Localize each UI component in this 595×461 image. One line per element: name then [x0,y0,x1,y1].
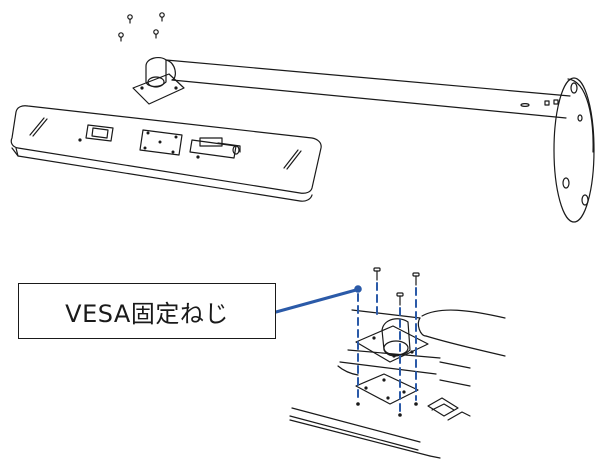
screw-icon [118,32,124,42]
lower-mount-plate [355,373,419,405]
screw-icon [153,29,159,39]
stand-pole [132,56,595,223]
screw-icon [159,12,165,22]
callout-box: VESA固定ねじ [18,283,276,339]
end-disk [553,77,595,223]
screw-icon [127,14,133,24]
screw-icon [412,272,420,286]
screw-guide-lines [357,282,417,413]
detail-view [289,267,506,459]
loose-screws-top [118,12,165,42]
mount-plate-icon [355,325,429,363]
callout-label: VESA固定ねじ [65,299,229,328]
screw-icon [396,292,404,306]
stand-base [10,105,322,202]
neck-mount-plate [132,73,185,105]
screw-icon [373,267,381,281]
callout-leader-line [274,288,358,314]
base-top-face [10,105,322,194]
